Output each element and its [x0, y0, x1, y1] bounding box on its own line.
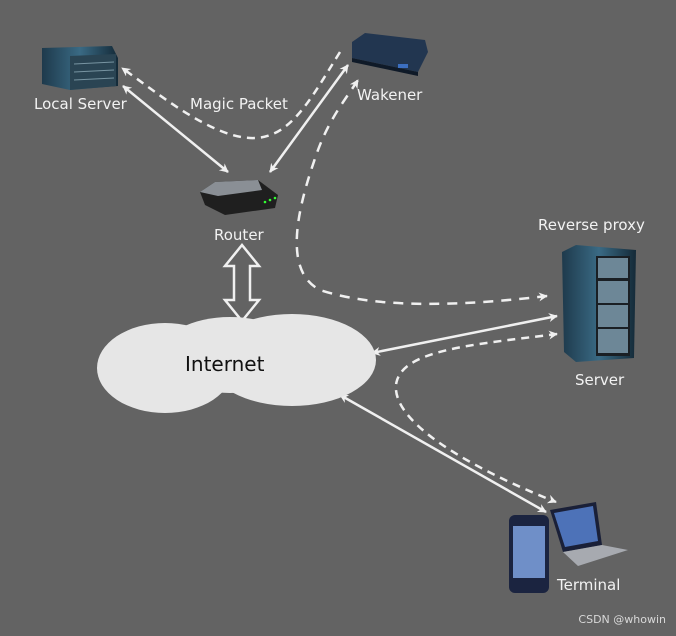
wakener-icon	[352, 33, 428, 76]
internet-cloud	[97, 314, 376, 413]
laptop-icon	[550, 502, 628, 566]
phone-icon	[509, 515, 549, 593]
router-label: Router	[214, 226, 264, 244]
router-icon	[200, 180, 278, 215]
internet-label: Internet	[185, 352, 265, 376]
edge-localserver-router	[122, 85, 229, 173]
wakener-label: Wakener	[357, 86, 423, 104]
server-label: Server	[575, 371, 625, 389]
edge-magic-packet	[121, 51, 342, 140]
reverse-proxy-label: Reverse proxy	[538, 216, 645, 234]
edge-wakener-proxy	[295, 79, 548, 306]
local-server-icon	[42, 46, 118, 90]
magic-packet-label: Magic Packet	[190, 95, 288, 113]
server-tower-icon	[562, 245, 636, 362]
edge-server-terminal-dashed	[394, 330, 558, 504]
hollow-double-arrow	[222, 243, 262, 323]
edge-wakener-router	[268, 64, 350, 173]
edge-internet-terminal	[339, 393, 547, 514]
local-server-label: Local Server	[34, 95, 127, 113]
terminal-label: Terminal	[557, 576, 621, 594]
watermark: CSDN @whowin	[578, 613, 666, 626]
edge-internet-server	[371, 313, 558, 356]
